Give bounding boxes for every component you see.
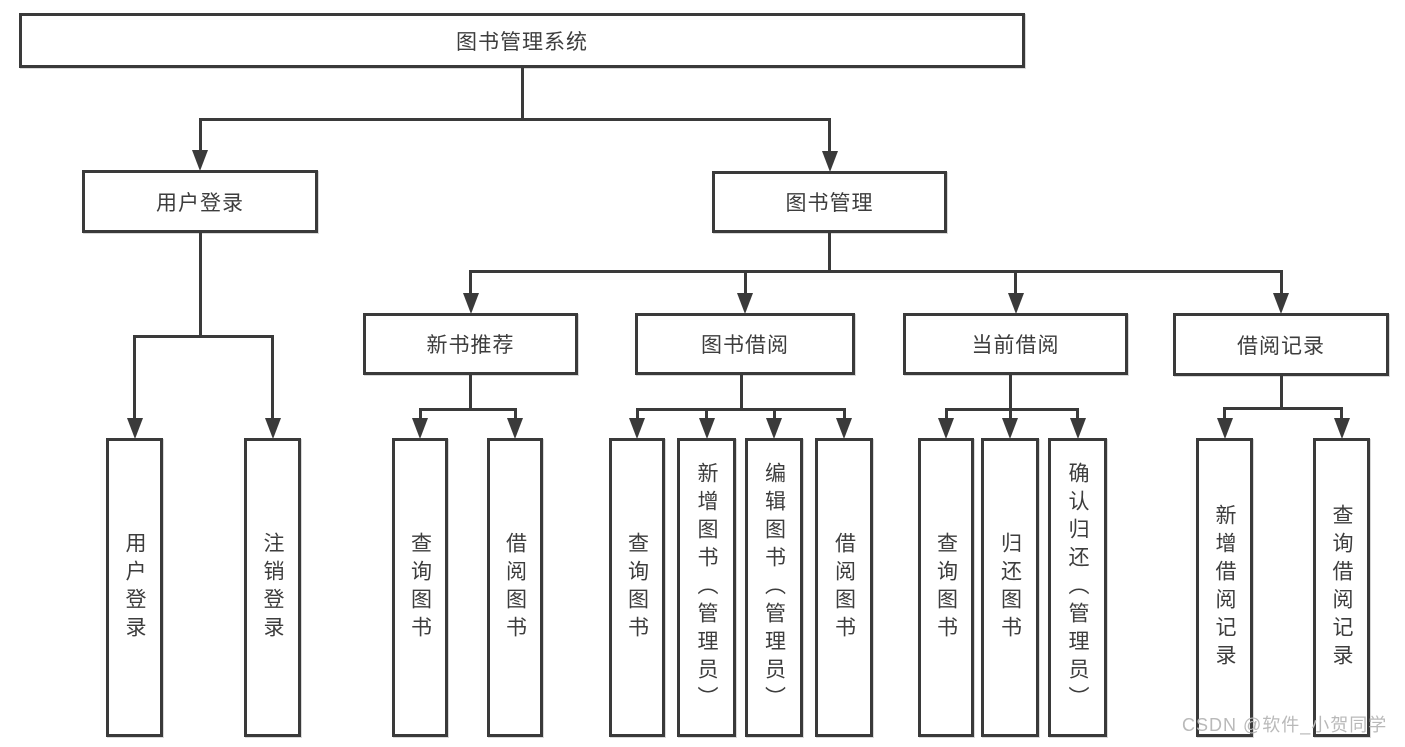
arrowhead-down-icon [507, 418, 523, 439]
node-leaf-bb-add: 新增图书（管理员） [677, 438, 736, 737]
connector-line [1223, 407, 1226, 422]
connector-line [468, 375, 472, 411]
connector-line [271, 335, 274, 422]
arrowhead-down-icon [821, 151, 838, 172]
node-label: 图书借阅 [701, 334, 789, 357]
node-root: 图书管理系统 [19, 13, 1025, 68]
connector-line [828, 118, 831, 155]
node-new-book-rec: 新书推荐 [363, 313, 578, 375]
node-label: 借阅记录 [1237, 334, 1325, 358]
arrowhead-down-icon [126, 418, 143, 439]
connector-line [1076, 408, 1079, 422]
node-current-borrow: 当前借阅 [903, 313, 1128, 375]
node-label: 用户登录 [123, 531, 146, 644]
connector-line [520, 68, 524, 121]
connector-line [469, 270, 1283, 273]
arrowhead-down-icon [1002, 418, 1018, 439]
connector-line [739, 375, 743, 411]
node-user-login: 用户登录 [82, 170, 318, 233]
connector-line [469, 270, 472, 297]
connector-line [827, 233, 831, 273]
node-label: 借阅图书 [832, 531, 856, 644]
connector-line [1014, 270, 1017, 297]
node-leaf-cb-confirm: 确认归还（管理员） [1048, 438, 1107, 737]
connector-line [133, 335, 136, 422]
node-label: 新增图书（管理员） [695, 461, 718, 714]
node-leaf-bb-borrow: 借阅图书 [815, 438, 873, 737]
node-label: 注销登录 [261, 531, 284, 644]
node-label: 确认归还（管理员） [1066, 461, 1089, 714]
node-book-mgmt: 图书管理 [712, 171, 947, 233]
connector-line [1008, 408, 1012, 422]
connector-line [418, 408, 517, 411]
arrowhead-down-icon [737, 293, 753, 314]
arrowhead-down-icon [1273, 293, 1289, 314]
connector-line [1008, 375, 1012, 411]
connector-line [1340, 407, 1343, 422]
node-book-borrow: 图书借阅 [635, 313, 855, 375]
arrowhead-down-icon [1069, 418, 1086, 439]
node-label: 编辑图书（管理员） [762, 461, 786, 714]
node-leaf-br-query: 查询借阅记录 [1313, 438, 1370, 737]
arrowhead-down-icon [836, 418, 852, 439]
connector-line [1279, 270, 1283, 297]
node-borrow-records: 借阅记录 [1173, 313, 1389, 376]
node-label: 图书管理系统 [456, 30, 588, 54]
connector-line [944, 408, 1079, 411]
node-label: 用户登录 [156, 191, 244, 215]
connector-line [772, 408, 776, 422]
arrowhead-down-icon [698, 418, 715, 439]
connector-line [842, 408, 846, 422]
arrowhead-down-icon [1216, 418, 1233, 439]
node-label: 归还图书 [998, 531, 1022, 644]
connector-line [133, 335, 274, 338]
connector-line [743, 270, 747, 297]
arrowhead-down-icon [264, 418, 281, 439]
connector-line [198, 233, 202, 338]
node-label: 新书推荐 [426, 334, 515, 357]
connector-line [635, 408, 639, 422]
node-leaf-logout: 注销登录 [244, 438, 301, 737]
arrowhead-down-icon [629, 418, 645, 439]
connector-line [198, 118, 831, 121]
arrowhead-down-icon [1007, 293, 1024, 314]
connector-line [944, 408, 948, 422]
connector-line [635, 408, 846, 411]
node-leaf-cb-return: 归还图书 [981, 438, 1039, 737]
node-leaf-bb-query: 查询图书 [609, 438, 665, 737]
arrowhead-down-icon [192, 150, 208, 171]
node-label: 当前借阅 [971, 334, 1060, 357]
node-leaf-br-add: 新增借阅记录 [1196, 438, 1253, 737]
node-leaf-nb-query: 查询图书 [392, 438, 448, 737]
csdn-watermark: CSDN @软件_小贺同学 [1182, 715, 1388, 735]
arrowhead-down-icon [766, 418, 782, 439]
arrowhead-down-icon [412, 418, 428, 439]
node-label: 新增借阅记录 [1213, 503, 1236, 672]
connector-line [1279, 376, 1283, 410]
node-leaf-nb-borrow: 借阅图书 [487, 438, 543, 737]
connector-line [1223, 407, 1343, 410]
node-label: 图书管理 [785, 192, 874, 215]
node-leaf-cb-query: 查询图书 [918, 438, 974, 737]
arrowhead-down-icon [462, 293, 479, 314]
connector-line [198, 118, 202, 154]
node-label: 查询图书 [625, 531, 649, 644]
node-leaf-user-login: 用户登录 [106, 438, 163, 737]
node-leaf-bb-edit: 编辑图书（管理员） [745, 438, 803, 737]
node-label: 查询图书 [408, 531, 432, 644]
node-label: 查询借阅记录 [1330, 503, 1353, 672]
node-label: 借阅图书 [503, 531, 527, 644]
arrowhead-down-icon [938, 418, 954, 439]
connector-line [513, 408, 517, 422]
arrowhead-down-icon [1333, 418, 1350, 439]
connector-line [705, 408, 708, 422]
node-label: 查询图书 [934, 531, 958, 644]
connector-line [418, 408, 422, 422]
